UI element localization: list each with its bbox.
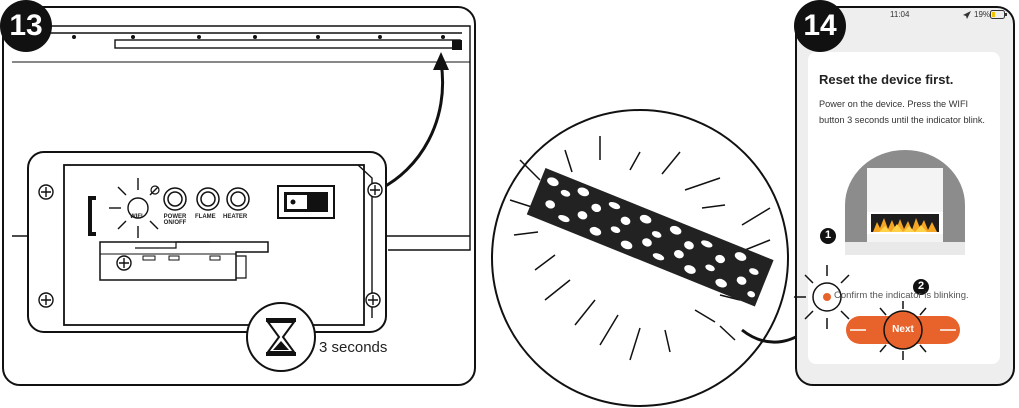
step-13-number: 13 [0,0,52,52]
heater-button-label: HEATER [223,214,248,220]
next-button-highlight [879,301,927,360]
fireplace-illustration [845,150,965,255]
next-button-label[interactable]: Next [892,324,914,335]
marker-2-label: 2 [917,280,925,292]
marker-1 [820,228,836,244]
power-button-label: POWER ON/OFF [163,214,187,226]
reset-description: Power on the device. Press the WIFI butt… [819,99,985,125]
page-title: Reset the device first. [819,72,954,87]
battery-icon [990,10,1007,19]
indicator-blink-rays [794,265,850,329]
blinking-indicator-magnifier [491,109,810,407]
status-battery: 19% [974,10,991,19]
marker-2 [913,279,929,295]
flame-button-label: FLAME [195,214,216,220]
confirm-indicator-text: Confirm the indicator is blinking. [834,290,969,301]
location-icon [963,11,971,19]
next-button-side-rays [850,329,956,331]
marker-1-label: 1 [824,229,832,241]
step-14-number: 14 [794,0,846,52]
wifi-button-label: WIFI [130,214,143,220]
status-time: 11:04 [890,10,910,19]
control-panel-illustration [12,25,471,372]
timer-label: 3 seconds [319,339,388,356]
